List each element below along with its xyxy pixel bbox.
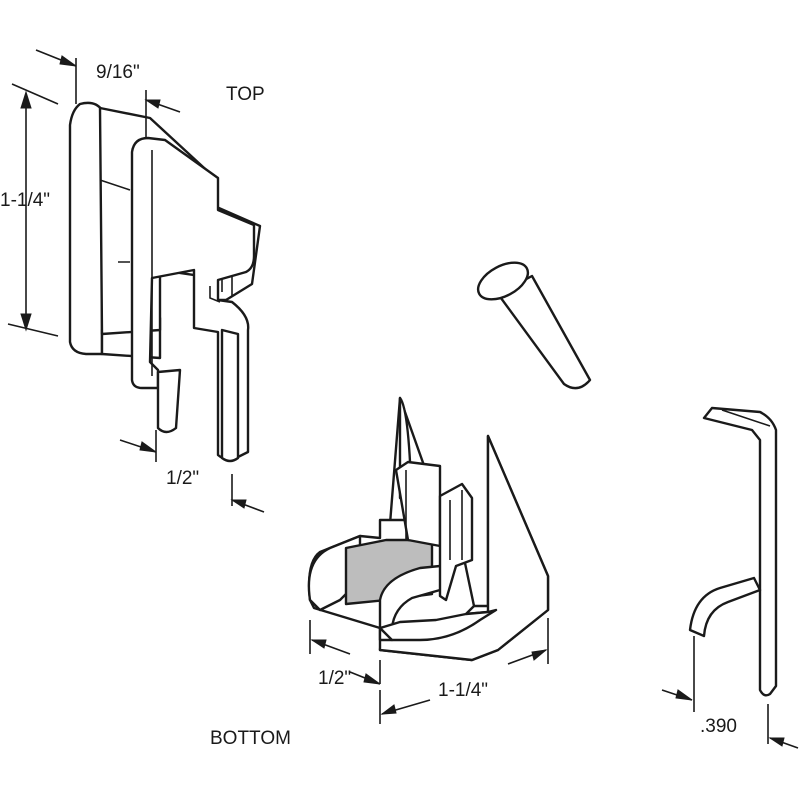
clip-width-dimension: .390 [700, 716, 737, 737]
pin-head [476, 261, 530, 301]
pin-shaft [496, 274, 592, 390]
top-guide-leg-right [220, 328, 240, 463]
bottom-label: BOTTOM [210, 728, 291, 749]
pin [476, 261, 592, 390]
top-label: TOP [226, 84, 265, 105]
clip-hook [688, 576, 762, 638]
bottom-depth-dimension: 1/2" [318, 668, 351, 689]
bottom-guide-part [307, 396, 550, 662]
clip [688, 406, 778, 697]
top-height-dimension: 1-1/4" [0, 190, 50, 211]
top-guide-part [68, 101, 262, 463]
bottom-length-dimension: 1-1/4" [438, 680, 488, 701]
bottom-guide-rail-right [438, 482, 474, 602]
clip-spine [702, 406, 778, 697]
top-guide-back-plate [68, 101, 104, 356]
labels: TOP BOTTOM 9/16" 1-1/4" 1/2" 1/2" 1-1/4"… [0, 62, 737, 749]
dimension-lines [7, 49, 799, 749]
top-guide-leg-left [156, 368, 182, 434]
bottom-guide-front-step [378, 608, 498, 642]
top-width-dimension: 9/16" [96, 62, 140, 83]
top-leg-spacing-dimension: 1/2" [166, 468, 199, 489]
